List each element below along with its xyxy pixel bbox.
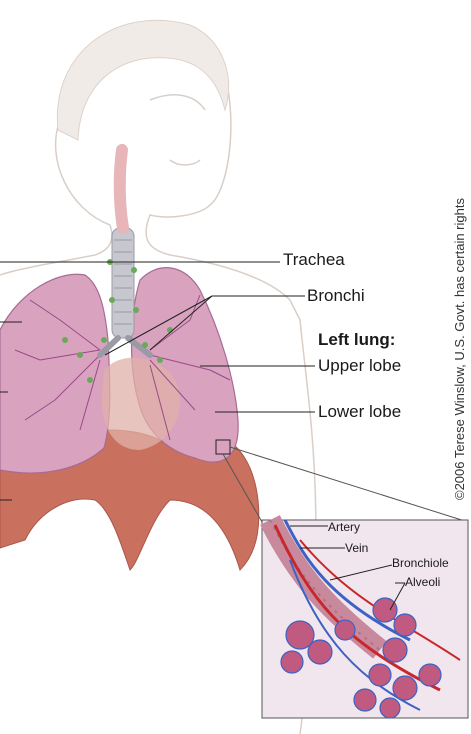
vein-label: Vein — [345, 541, 368, 555]
left-lung-label: Left lung: — [318, 330, 395, 350]
bronchi-label: Bronchi — [307, 286, 365, 306]
artery-label: Artery — [328, 520, 360, 534]
upper-lobe-label: Upper lobe — [318, 356, 401, 376]
right-lung — [0, 274, 110, 473]
alveoli-label: Alveoli — [405, 575, 440, 589]
lower-lobe-label: Lower lobe — [318, 402, 401, 422]
copyright-credit: ©2006 Terese Winslow, U.S. Govt. has cer… — [452, 198, 467, 500]
bronchiole-label: Bronchiole — [392, 556, 449, 570]
hair — [57, 20, 228, 140]
trachea-label: Trachea — [283, 250, 345, 270]
